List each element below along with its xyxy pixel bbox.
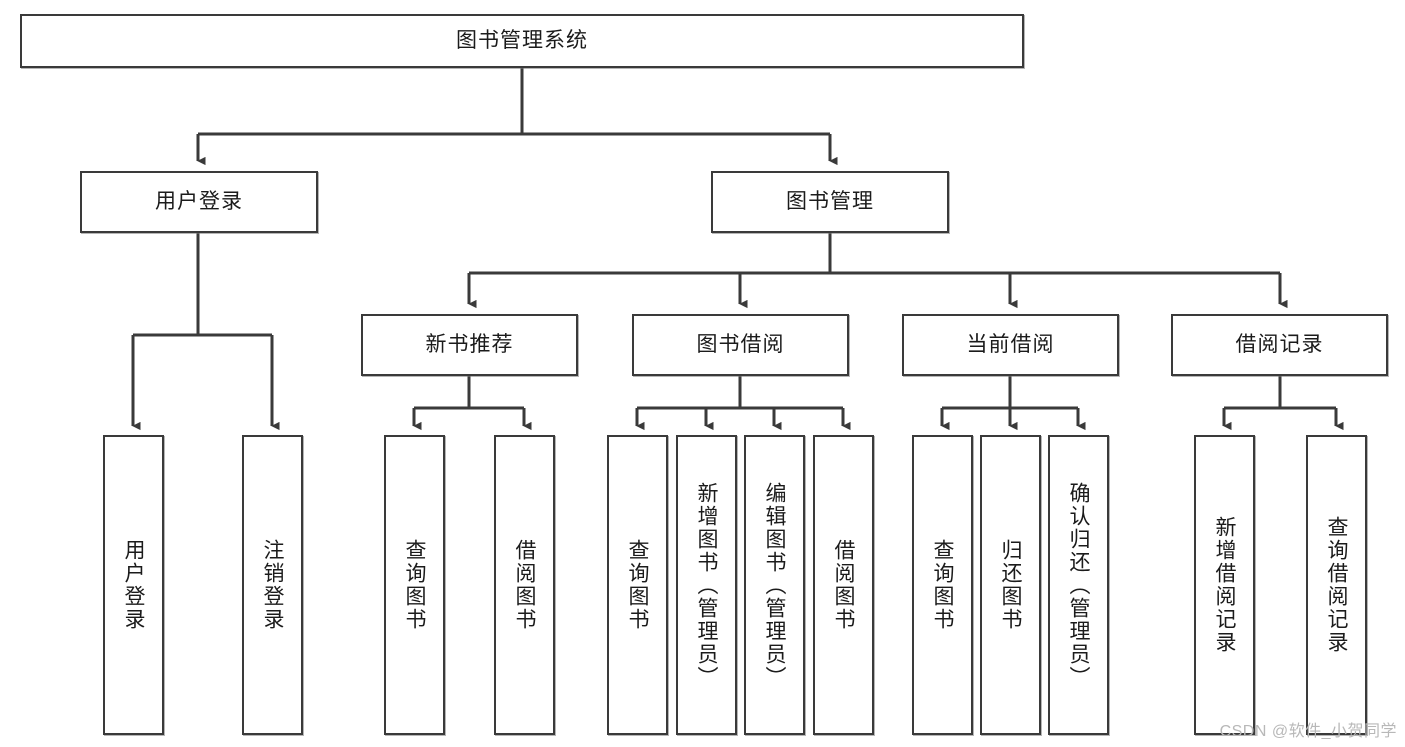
node-leaf-return-book-label: 归还图书 [999, 539, 1022, 631]
node-leaf-query-book-2[interactable]: 查询图书 [607, 435, 668, 735]
node-leaf-query-book-1[interactable]: 查询图书 [384, 435, 445, 735]
node-leaf-query-book-3[interactable]: 查询图书 [912, 435, 973, 735]
node-book-management[interactable]: 图书管理 [711, 171, 949, 233]
node-borrow-record[interactable]: 借阅记录 [1171, 314, 1388, 376]
node-leaf-borrow-book-2[interactable]: 借阅图书 [813, 435, 874, 735]
node-book-borrow-label: 图书借阅 [696, 332, 785, 356]
node-leaf-query-book-1-label: 查询图书 [403, 539, 426, 631]
node-leaf-logout-login[interactable]: 注销登录 [242, 435, 303, 735]
node-borrow-record-label: 借阅记录 [1235, 332, 1324, 356]
node-leaf-borrow-book-1-label: 借阅图书 [513, 539, 536, 631]
node-leaf-user-login[interactable]: 用户登录 [103, 435, 164, 735]
node-user-login-label: 用户登录 [155, 189, 243, 213]
node-book-management-label: 图书管理 [786, 189, 874, 213]
node-current-borrow-label: 当前借阅 [966, 332, 1055, 356]
node-leaf-query-record[interactable]: 查询借阅记录 [1306, 435, 1367, 735]
node-leaf-add-book[interactable]: 新增图书（管理员） [676, 435, 737, 735]
node-leaf-borrow-book-1[interactable]: 借阅图书 [494, 435, 555, 735]
node-leaf-confirm-return-label: 确认归还（管理员） [1067, 481, 1090, 689]
node-leaf-add-book-label: 新增图书（管理员） [695, 481, 718, 689]
node-leaf-add-record[interactable]: 新增借阅记录 [1194, 435, 1255, 735]
node-leaf-edit-book-label: 编辑图书（管理员） [763, 481, 786, 689]
node-root[interactable]: 图书管理系统 [20, 14, 1024, 68]
node-leaf-borrow-book-2-label: 借阅图书 [832, 539, 855, 631]
node-leaf-query-book-2-label: 查询图书 [626, 539, 649, 631]
node-new-book-recommend[interactable]: 新书推荐 [361, 314, 578, 376]
node-root-label: 图书管理系统 [456, 28, 588, 52]
node-leaf-add-record-label: 新增借阅记录 [1213, 516, 1236, 654]
node-leaf-logout-login-label: 注销登录 [261, 539, 284, 631]
node-leaf-return-book[interactable]: 归还图书 [980, 435, 1041, 735]
node-leaf-user-login-label: 用户登录 [122, 539, 145, 631]
node-user-login[interactable]: 用户登录 [80, 171, 318, 233]
node-leaf-query-book-3-label: 查询图书 [931, 539, 954, 631]
node-leaf-query-record-label: 查询借阅记录 [1325, 516, 1348, 654]
node-leaf-edit-book[interactable]: 编辑图书（管理员） [744, 435, 805, 735]
node-leaf-confirm-return[interactable]: 确认归还（管理员） [1048, 435, 1109, 735]
node-current-borrow[interactable]: 当前借阅 [902, 314, 1119, 376]
node-new-book-recommend-label: 新书推荐 [425, 332, 514, 356]
watermark-text: CSDN @软件_小贺同学 [1219, 723, 1397, 740]
node-book-borrow[interactable]: 图书借阅 [632, 314, 849, 376]
